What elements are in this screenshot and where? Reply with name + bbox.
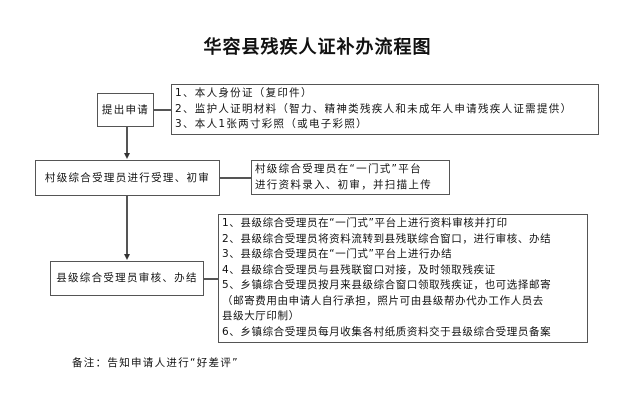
detail-line: 村级综合受理员在“一门式”平台 bbox=[255, 163, 422, 175]
step-submit-application: 提出申请 bbox=[97, 93, 154, 127]
detail-line: 1、县级综合受理员在“一门式”平台上进行资料审核并打印 bbox=[222, 217, 508, 229]
step-village-details: 村级综合受理员在“一门式”平台 进行资料录入、初审，并扫描上传 bbox=[251, 160, 450, 195]
detail-line: 2、县级综合受理员将资料流转到县残联综合窗口，进行审核、办结 bbox=[222, 232, 552, 245]
detail-line: 5、乡镇综合受理员按月来县级综合窗口领取残疾证，也可选择邮寄 bbox=[222, 279, 552, 291]
step-village-review: 村级综合受理员进行受理、初审 bbox=[35, 160, 220, 196]
detail-line: 6、乡镇综合受理员每月收集各村纸质资料交于县级综合受理员备案 bbox=[222, 325, 552, 338]
detail-line: 4、县级综合受理员与县残联窗口对接，及时领取残疾证 bbox=[222, 263, 496, 276]
detail-line: 进行资料录入、初审，并扫描上传 bbox=[255, 178, 432, 191]
detail-line: 1、本人身份证（复印件） bbox=[175, 87, 313, 99]
step-submit-details: 1、本人身份证（复印件） 2、监护人证明材料（智力、精神类残疾人和未成年人申请残… bbox=[171, 84, 599, 135]
connector bbox=[204, 278, 219, 280]
connector bbox=[154, 109, 171, 111]
connector bbox=[126, 127, 128, 154]
step-county-details: 1、县级综合受理员在“一门式”平台上进行资料审核并打印 2、县级综合受理员将资料… bbox=[218, 214, 588, 343]
step-label: 村级综合受理员进行受理、初审 bbox=[44, 171, 211, 184]
arrow-down-icon bbox=[123, 254, 130, 260]
detail-line: 3、本人1张两寸彩照（或电子彩照） bbox=[175, 118, 368, 130]
arrow-down-icon bbox=[123, 153, 130, 159]
step-label: 县级综合受理员审核、办结 bbox=[56, 272, 198, 284]
detail-line: （邮寄费用由申请人自行承担，照片可由县级帮办代办工作人员去 bbox=[222, 294, 544, 307]
detail-line: 2、监护人证明材料（智力、精神类残疾人和未成年人申请残疾人证需提供） bbox=[175, 102, 573, 115]
connector bbox=[220, 177, 251, 179]
detail-line: 3、县级综合受理员在“一门式”平台上进行办结 bbox=[222, 248, 453, 260]
step-county-approval: 县级综合受理员审核、办结 bbox=[50, 261, 204, 296]
step-label: 提出申请 bbox=[101, 103, 150, 116]
page-title: 华容县残疾人证补办流程图 bbox=[203, 37, 432, 58]
detail-line: 县级大厅印制） bbox=[222, 310, 300, 322]
footnote: 备注：告知申请人进行“好差评” bbox=[72, 357, 239, 369]
connector bbox=[126, 196, 128, 255]
